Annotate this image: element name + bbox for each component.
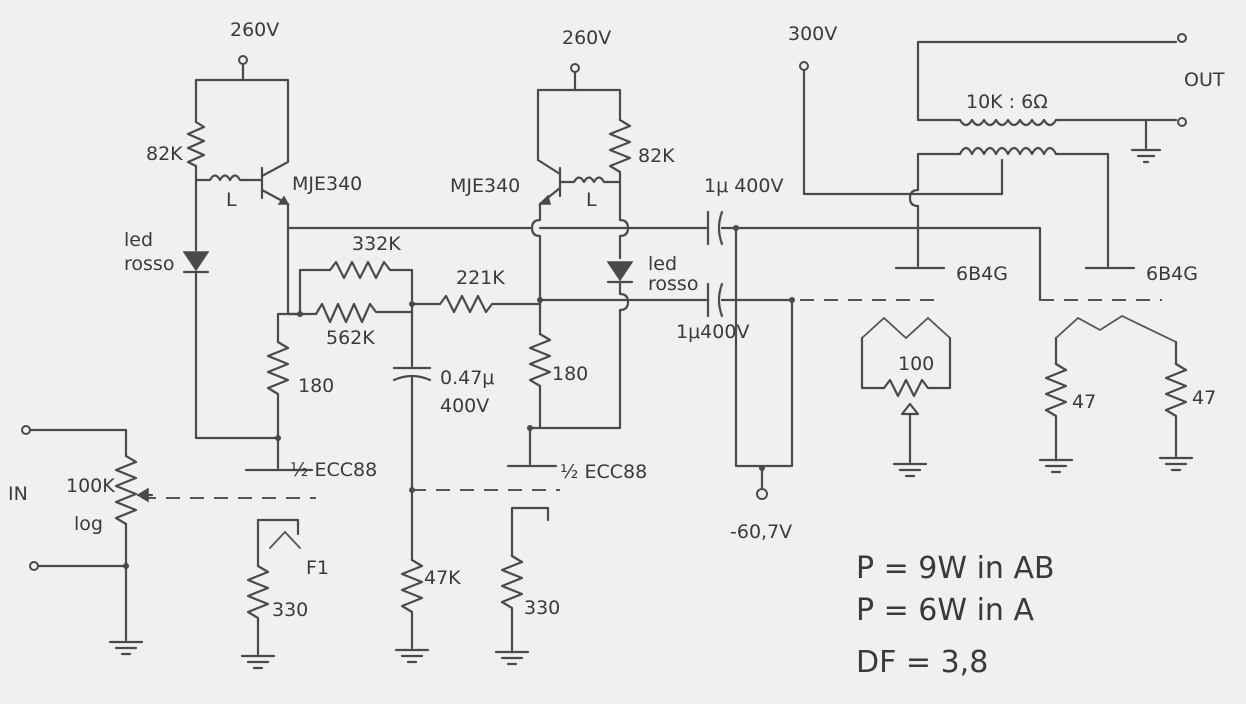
label-330-left: 330 — [272, 599, 308, 621]
label-260v-left: 260V — [230, 19, 279, 41]
label-330-right: 330 — [524, 597, 560, 619]
label-bias: -60,7V — [730, 521, 792, 543]
label-out: OUT — [1184, 69, 1225, 91]
ground-left-330 — [240, 654, 276, 670]
label-6b4g-right: 6B4G — [1146, 263, 1198, 285]
label-led-left-1: led — [124, 229, 153, 251]
output-terminal-hot[interactable] — [1177, 33, 1187, 43]
transistor-mje340-left — [256, 158, 290, 206]
ground-hum-pot — [892, 462, 928, 478]
label-hum-pot: 100 — [898, 353, 934, 375]
resistor-180-right — [528, 332, 552, 430]
label-mje340-right: MJE340 — [450, 175, 520, 197]
supply-terminal-mid — [570, 63, 580, 73]
resistor-47k — [400, 558, 424, 650]
input-section — [21, 425, 154, 656]
label-choke-right: L — [586, 189, 597, 211]
label-221k: 221K — [456, 267, 505, 289]
note-power-a: P = 6W in A — [856, 593, 1034, 628]
ground-47-right — [1158, 456, 1194, 472]
output-stage — [538, 33, 1194, 500]
triode-ecc88-left — [142, 468, 316, 568]
label-choke-left: L — [226, 189, 237, 211]
label-f1: F1 — [306, 557, 329, 579]
ground-47-left — [1038, 458, 1074, 474]
ground-47k — [394, 648, 430, 664]
ground-input — [108, 640, 144, 656]
note-power-ab: P = 9W in AB — [856, 551, 1055, 586]
volume-pot — [114, 454, 138, 568]
note-damping-factor: DF = 3,8 — [856, 645, 988, 680]
supply-terminal-left — [238, 55, 248, 65]
capacitor-1u-top — [706, 210, 724, 246]
resistor-82k-left — [186, 120, 206, 182]
capacitor-1u-bottom — [706, 282, 724, 318]
label-1u-bottom: 1μ400V — [676, 321, 749, 343]
label-1u-top: 1μ 400V — [704, 175, 783, 197]
label-led-right-1: led — [648, 253, 677, 275]
hum-pot-100 — [882, 378, 936, 398]
resistor-332k — [328, 260, 414, 302]
label-332k: 332K — [352, 233, 401, 255]
triode-ecc88-right — [506, 464, 558, 558]
label-180-left: 180 — [298, 375, 334, 397]
label-transformer: 10K : 6Ω — [966, 91, 1048, 113]
resistor-180-left — [266, 340, 290, 440]
capacitor-047u — [392, 366, 432, 382]
output-terminal-ground[interactable] — [1177, 117, 1187, 127]
label-047u: 0.47μ — [440, 367, 494, 389]
led-right — [606, 261, 634, 284]
label-log: log — [74, 513, 103, 535]
label-6b4g-left: 6B4G — [956, 263, 1008, 285]
resistor-47-left — [1044, 362, 1068, 460]
label-ecc88-right: ½ ECC88 — [560, 461, 647, 483]
label-562k: 562K — [326, 327, 375, 349]
mid-section — [392, 294, 560, 664]
label-in: IN — [8, 483, 28, 505]
input-terminal-hot[interactable] — [21, 425, 31, 435]
label-82k-left: 82K — [146, 143, 183, 165]
labels: 260V 260V 300V OUT 10K : 6Ω 82K L MJE340… — [8, 19, 1225, 680]
supply-terminal-output — [799, 61, 809, 71]
resistor-330-right — [500, 554, 524, 652]
left-stage — [142, 55, 532, 670]
choke-left — [194, 174, 260, 182]
resistor-47-right — [1164, 362, 1188, 458]
transistor-mje340-right — [536, 158, 622, 206]
input-terminal-ground[interactable] — [29, 561, 39, 571]
resistor-330-left — [246, 564, 270, 656]
label-mje340-left: MJE340 — [292, 173, 362, 195]
resistor-82k-right — [608, 118, 632, 202]
right-stage — [494, 63, 634, 666]
label-led-left-2: rosso — [124, 253, 174, 275]
label-ecc88-left: ½ ECC88 — [290, 459, 377, 481]
resistor-221k — [438, 294, 542, 314]
label-82k-right: 82K — [638, 145, 675, 167]
ground-right-330 — [494, 650, 530, 666]
led-left — [182, 251, 210, 274]
label-260v-mid: 260V — [562, 27, 611, 49]
resistor-562k — [298, 302, 414, 324]
label-300v: 300V — [788, 23, 837, 45]
label-100k: 100K — [66, 475, 115, 497]
label-180-right: 180 — [552, 363, 588, 385]
label-47-left: 47 — [1072, 391, 1096, 413]
label-led-right-2: rosso — [648, 273, 698, 295]
label-47-right: 47 — [1192, 387, 1216, 409]
bias-terminal — [756, 488, 768, 500]
label-400v: 400V — [440, 395, 489, 417]
label-47k: 47K — [424, 567, 461, 589]
output-transformer — [908, 33, 1187, 268]
